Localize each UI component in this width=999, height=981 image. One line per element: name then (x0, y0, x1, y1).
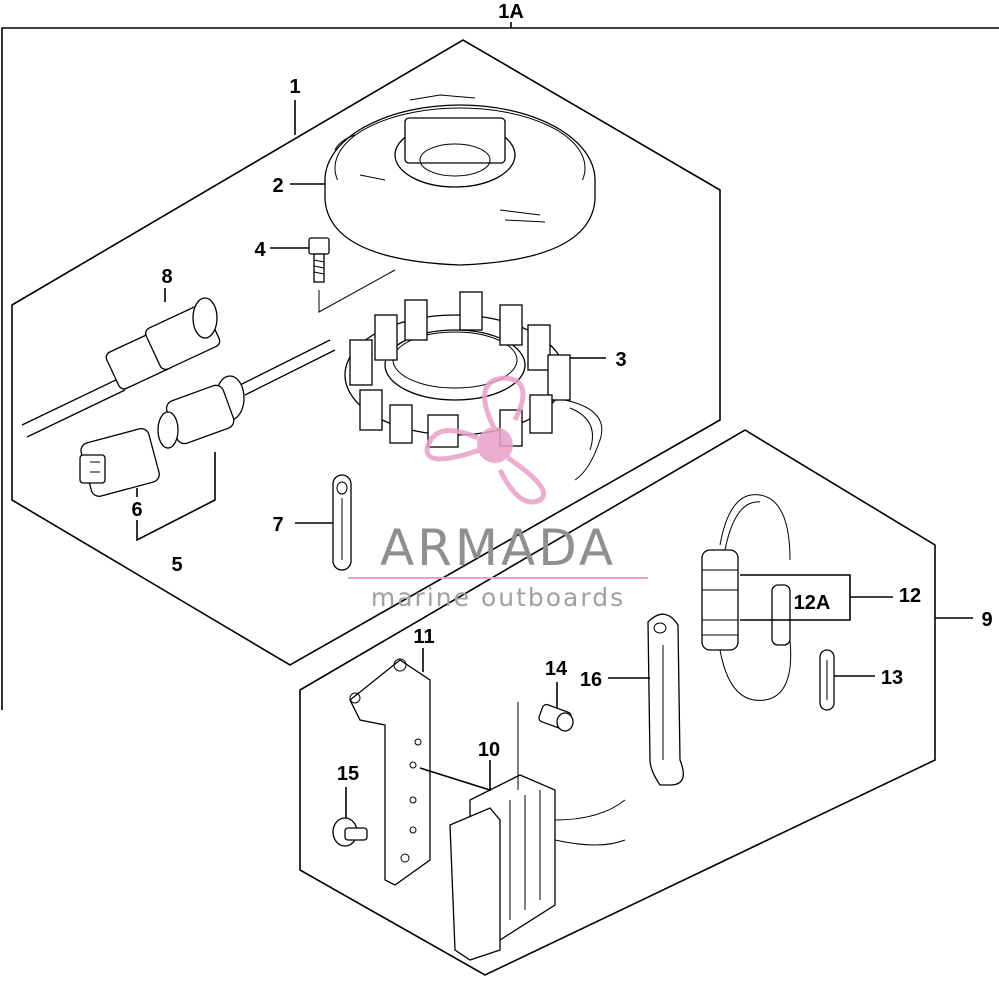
part-cable-12 (701, 494, 792, 701)
callout-10: 10 (478, 739, 500, 761)
part-flywheel-cover (324, 94, 596, 266)
part-grommet-15 (332, 817, 368, 847)
callout-3: 3 (615, 349, 626, 371)
part-terminal-6 (79, 428, 160, 497)
callout-13: 13 (881, 667, 903, 689)
callout-8: 8 (161, 266, 172, 288)
leader-5 (136, 452, 216, 542)
callout-2: 2 (272, 175, 283, 197)
leader-10 (419, 760, 491, 792)
part-connector-5 (157, 339, 336, 449)
propeller-logo-icon (424, 375, 547, 505)
watermark-brand: ARMADA (380, 519, 616, 577)
callout-6: 6 (131, 499, 142, 521)
callout-5: 5 (171, 554, 182, 576)
callout-7: 7 (272, 514, 283, 536)
label-1a: 1A (498, 1, 524, 23)
part-module-10 (449, 702, 626, 961)
callout-16: 16 (580, 669, 602, 691)
part-stator (344, 291, 603, 481)
part-connector-8 (21, 288, 221, 438)
callout-14: 14 (545, 658, 568, 680)
watermark-tagline: marine outboards (371, 583, 625, 612)
part-clip-7 (332, 474, 352, 571)
kit-box-upper (11, 39, 721, 666)
callout-12a: 12A (794, 592, 831, 614)
callout-15: 15 (337, 763, 359, 785)
callout-9: 9 (981, 609, 992, 631)
callout-1: 1 (289, 76, 300, 98)
part-screw-14 (538, 703, 574, 732)
group-bracket-1a (1, 22, 999, 710)
part-bolt-4 (308, 237, 396, 313)
kit-box-lower (299, 429, 936, 976)
part-bracket-11 (349, 658, 431, 886)
callout-4: 4 (254, 239, 266, 261)
callout-12: 12 (899, 585, 921, 607)
callout-11: 11 (413, 626, 434, 648)
part-pin-13 (819, 649, 835, 711)
part-strap-16 (647, 613, 684, 786)
